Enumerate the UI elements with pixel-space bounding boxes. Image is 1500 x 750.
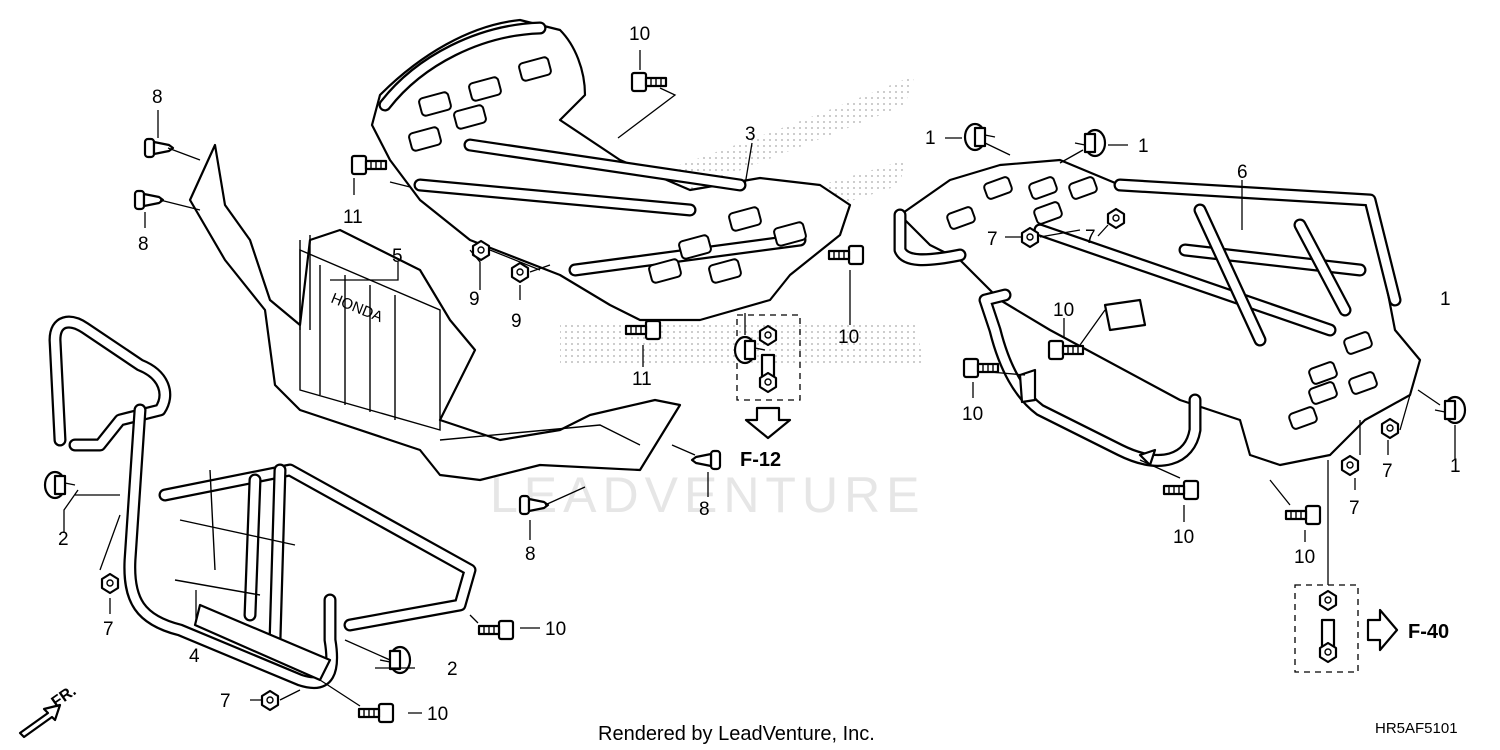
detail-box-right — [1294, 584, 1359, 673]
rendered-by-footer: Rendered by LeadVenture, Inc. — [598, 723, 875, 745]
ref-f40-label: F-40 — [1408, 621, 1449, 643]
watermark-text: LEADVENTURE — [490, 467, 926, 523]
callout-3: 3 — [745, 124, 756, 145]
grommet-2-b — [378, 645, 412, 675]
part-4-front-bumper — [48, 315, 477, 690]
bolt-10-right-c — [1162, 479, 1200, 501]
callout-8-d: 8 — [525, 544, 536, 565]
callout-1-a: 1 — [925, 128, 936, 149]
bolt-10-bumper-b — [357, 702, 395, 724]
clip-8-b — [133, 189, 165, 211]
callout-10-bumper-b: 10 — [427, 704, 448, 725]
callout-1-b: 1 — [1138, 136, 1149, 157]
nut-7-e — [1380, 417, 1400, 440]
front-direction-arrow: FR. — [18, 683, 79, 739]
callout-7-c: 7 — [1085, 227, 1096, 248]
part-5-front-fender: HONDA — [188, 143, 682, 482]
bolt-10-right-b — [962, 357, 1000, 379]
bolt-10-right-d — [1284, 504, 1322, 526]
callout-6: 6 — [1237, 162, 1248, 183]
callout-10-right-a: 10 — [1053, 300, 1074, 321]
callouts: 10 3 5 4 6 11 11 9 9 10 8 8 8 8 2 7 7 10… — [58, 24, 1461, 725]
callout-2-a: 2 — [58, 529, 69, 550]
callout-10-right-b: 10 — [962, 404, 983, 425]
callout-9-b: 9 — [511, 311, 522, 332]
grommet-1-d — [1433, 395, 1467, 425]
callout-7-a: 7 — [103, 619, 114, 640]
nut-7-b — [260, 689, 280, 712]
callout-10-center: 10 — [838, 327, 859, 348]
nut-7-a — [100, 572, 120, 595]
callout-4: 4 — [189, 646, 200, 667]
nut-7-d — [1020, 226, 1040, 249]
bolt-11-top — [350, 154, 388, 176]
callout-11-top: 11 — [343, 207, 363, 228]
callout-10-right-c: 10 — [1173, 527, 1194, 548]
callout-5: 5 — [392, 246, 403, 267]
callout-10-right-d: 10 — [1294, 547, 1315, 568]
callout-7-f: 7 — [1349, 498, 1360, 519]
bolt-10-bumper-a — [477, 619, 515, 641]
callout-1-d: 1 — [1450, 456, 1461, 477]
callout-8-b: 8 — [138, 234, 149, 255]
part-3-rear-carrier — [370, 18, 852, 322]
nut-9-b — [510, 261, 530, 284]
callout-8-a: 8 — [152, 87, 163, 108]
callout-7-b: 7 — [220, 691, 231, 712]
callout-10-top: 10 — [629, 24, 650, 45]
callout-10-bumper-a: 10 — [545, 619, 566, 640]
nut-7-c — [1106, 207, 1126, 230]
diagram-code: HR5AF5101 — [1375, 720, 1458, 737]
callout-2-b: 2 — [447, 659, 458, 680]
callout-7-e: 7 — [1382, 461, 1393, 482]
ref-arrow-f12: F-12 — [740, 406, 792, 471]
callout-11-bottom: 11 — [632, 369, 652, 390]
callout-9-a: 9 — [469, 289, 480, 310]
grommet-2-a — [43, 470, 77, 500]
callout-7-d: 7 — [987, 229, 998, 250]
leader-lines — [63, 50, 1456, 714]
callout-1-c: 1 — [1440, 289, 1451, 310]
bolt-10-center — [827, 244, 865, 266]
ref-arrow-f40: F-40 — [1366, 608, 1449, 652]
nut-7-f — [1340, 454, 1360, 477]
callout-8-c: 8 — [699, 499, 710, 520]
ref-f12-label: F-12 — [740, 449, 781, 471]
